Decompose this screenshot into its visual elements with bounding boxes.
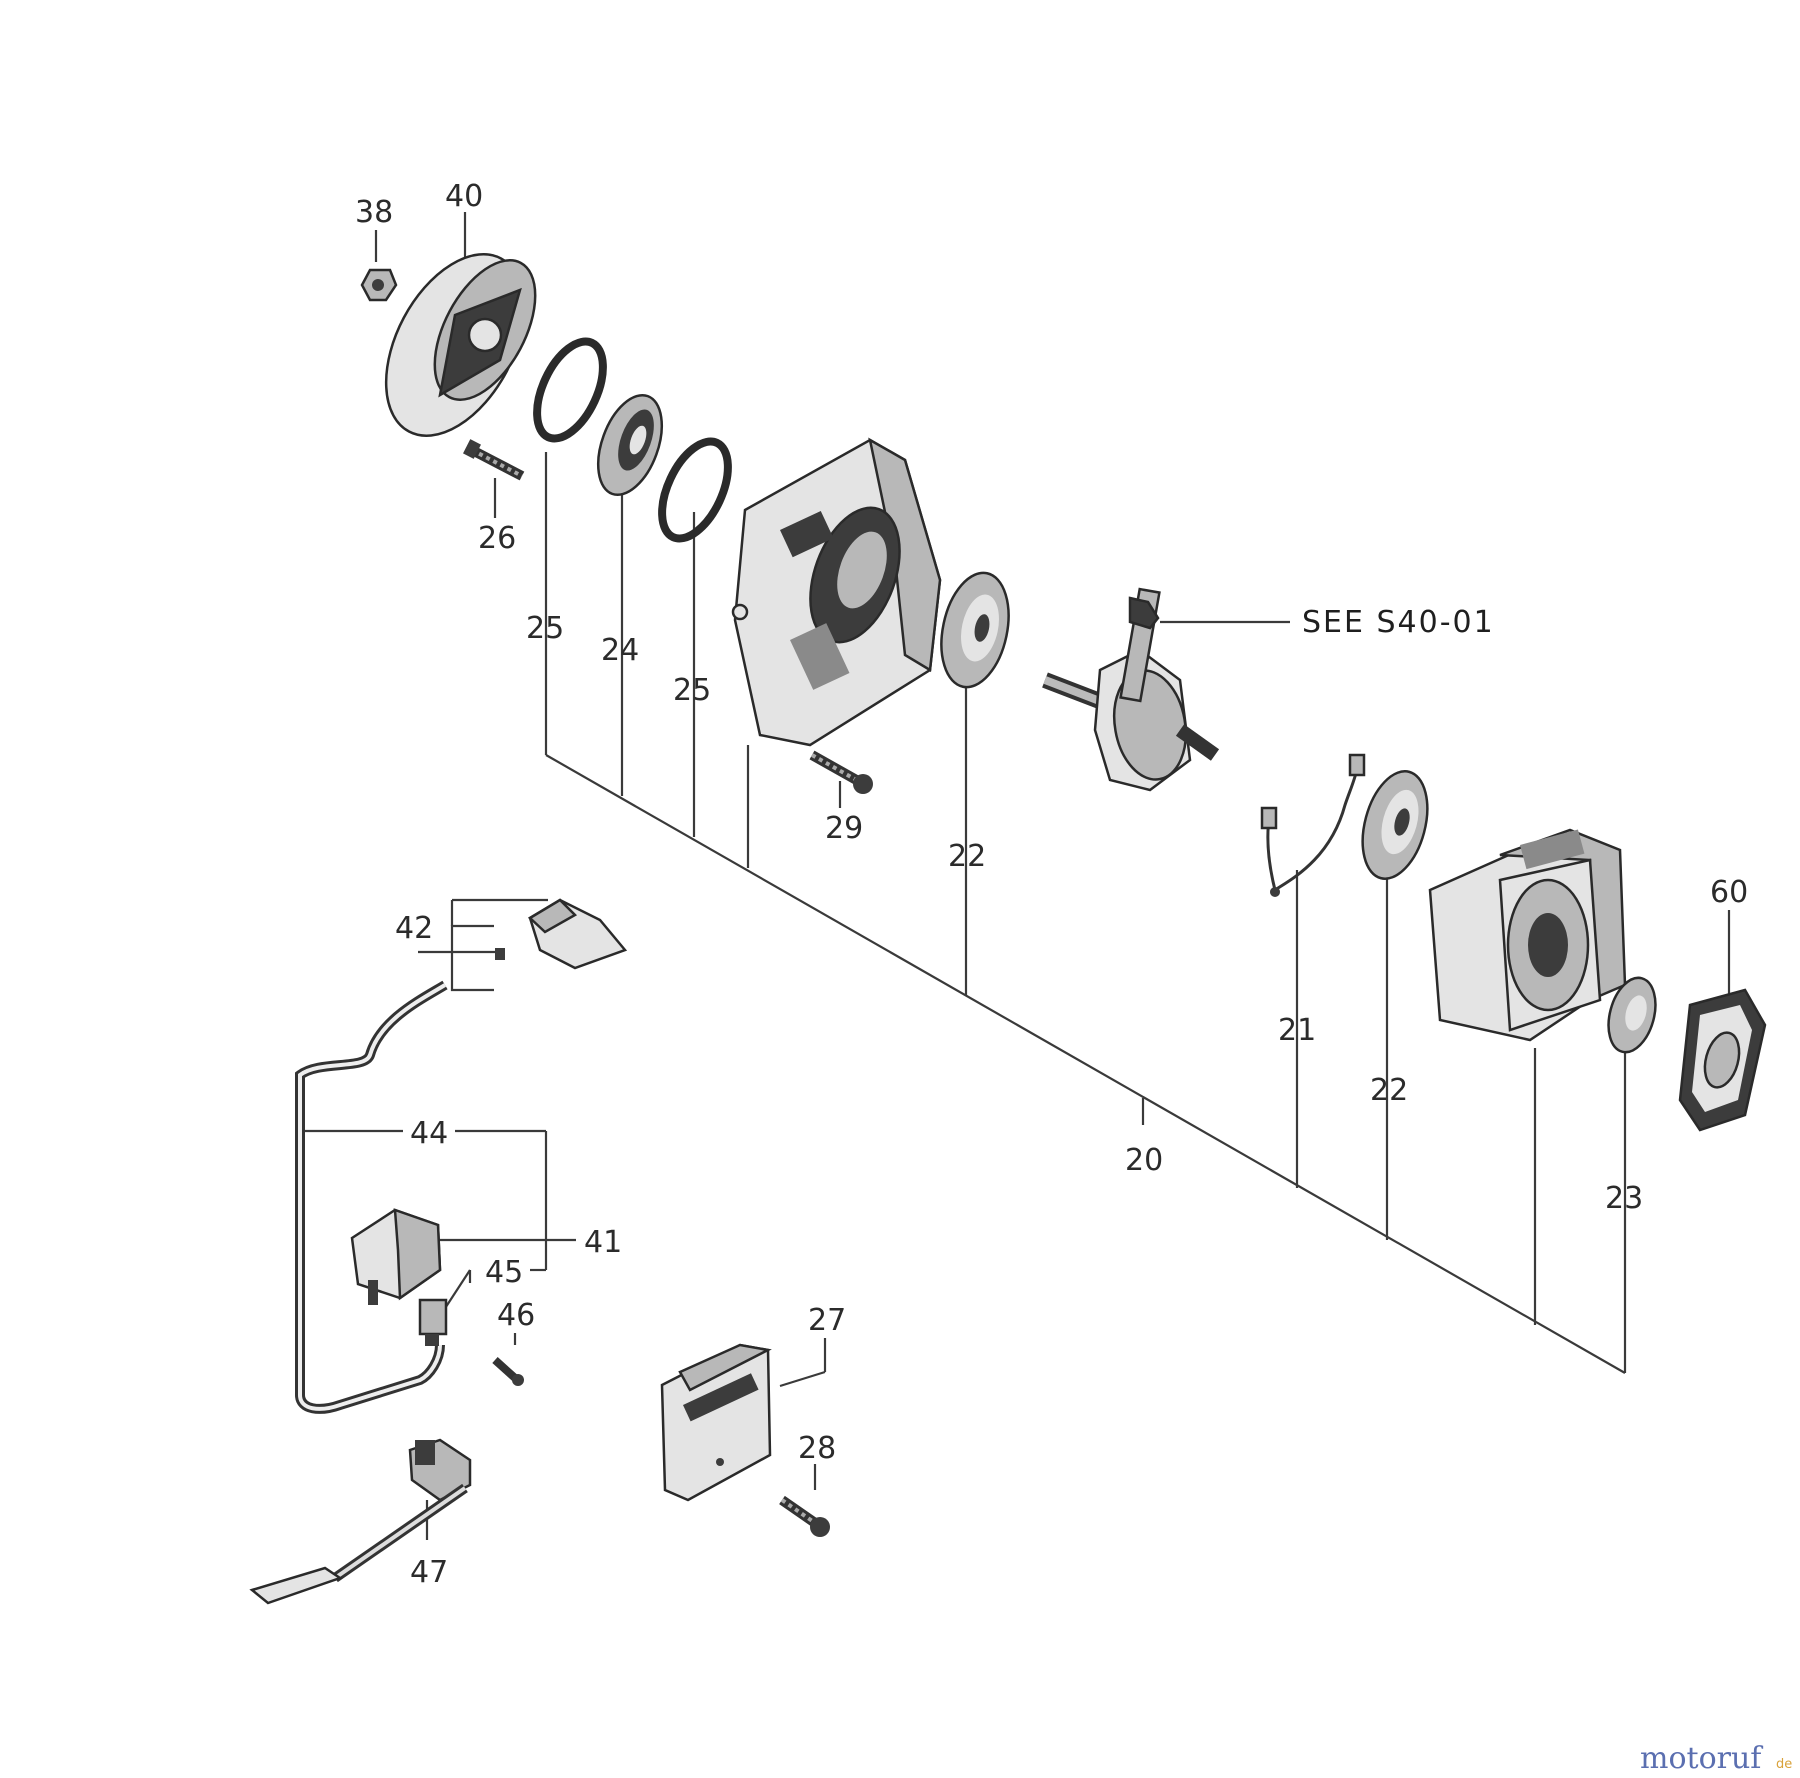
callout-38: 38 bbox=[355, 195, 393, 230]
bolt-26-icon bbox=[463, 439, 525, 481]
grommet-45-icon bbox=[418, 1298, 448, 1346]
crankcase-right-icon bbox=[1428, 828, 1627, 1042]
callout-45: 45 bbox=[485, 1255, 523, 1290]
plate-27-icon bbox=[660, 1343, 772, 1502]
callout-20: 20 bbox=[1125, 1143, 1163, 1178]
callout-46: 46 bbox=[497, 1298, 535, 1333]
watermark-logo: motoruf de bbox=[1640, 1741, 1792, 1776]
fuel-line-44-icon bbox=[295, 980, 448, 1414]
callout-42: 42 bbox=[395, 911, 433, 946]
crankcase-half-icon bbox=[731, 437, 942, 747]
callout-23: 23 bbox=[1605, 1181, 1643, 1216]
callout-40: 40 bbox=[445, 179, 483, 214]
callout-21: 21 bbox=[1278, 1013, 1316, 1048]
o-ring-25a-icon bbox=[533, 337, 607, 443]
bolt-29-icon bbox=[809, 750, 873, 794]
crankshaft-icon bbox=[1042, 587, 1220, 792]
clutch-drum-40-icon bbox=[384, 253, 537, 437]
callout-24: 24 bbox=[601, 633, 639, 668]
screw-46-icon bbox=[492, 1357, 524, 1386]
wire-21-icon bbox=[1260, 753, 1366, 897]
seal-24-icon bbox=[596, 393, 664, 497]
callout-27: 27 bbox=[808, 1303, 846, 1338]
callout-60: 60 bbox=[1710, 875, 1748, 910]
callout-28: 28 bbox=[798, 1431, 836, 1466]
reference-label: SEE S40-01 bbox=[1302, 605, 1495, 640]
watermark-tld: de bbox=[1776, 1757, 1792, 1772]
cover-60-icon bbox=[1678, 988, 1767, 1132]
seal-23-icon bbox=[1607, 976, 1657, 1054]
bracket-42-icon bbox=[495, 898, 628, 970]
callout-41: 41 bbox=[584, 1225, 622, 1260]
bearing-22b-icon bbox=[1361, 770, 1429, 880]
nut-38-icon bbox=[360, 268, 398, 302]
bolt-28-icon bbox=[779, 1495, 830, 1537]
callout-26: 26 bbox=[478, 521, 516, 556]
callout-44: 44 bbox=[410, 1116, 448, 1151]
o-ring-25b-icon bbox=[658, 437, 732, 543]
callout-29: 29 bbox=[825, 811, 863, 846]
filter-41-icon bbox=[350, 1208, 442, 1305]
callout-22a: 22 bbox=[948, 839, 986, 874]
switch-cable-47-icon bbox=[249, 1438, 472, 1605]
callout-25b: 25 bbox=[673, 673, 711, 708]
callout-22b: 22 bbox=[1370, 1073, 1408, 1108]
callout-25a: 25 bbox=[526, 611, 564, 646]
watermark-brand: motoruf bbox=[1640, 1741, 1763, 1776]
bearing-22a-icon bbox=[940, 571, 1010, 689]
callout-47: 47 bbox=[410, 1555, 448, 1590]
callout-labels: 38 40 26 25 24 25 29 22 21 22 60 20 23 4… bbox=[355, 179, 1748, 1590]
